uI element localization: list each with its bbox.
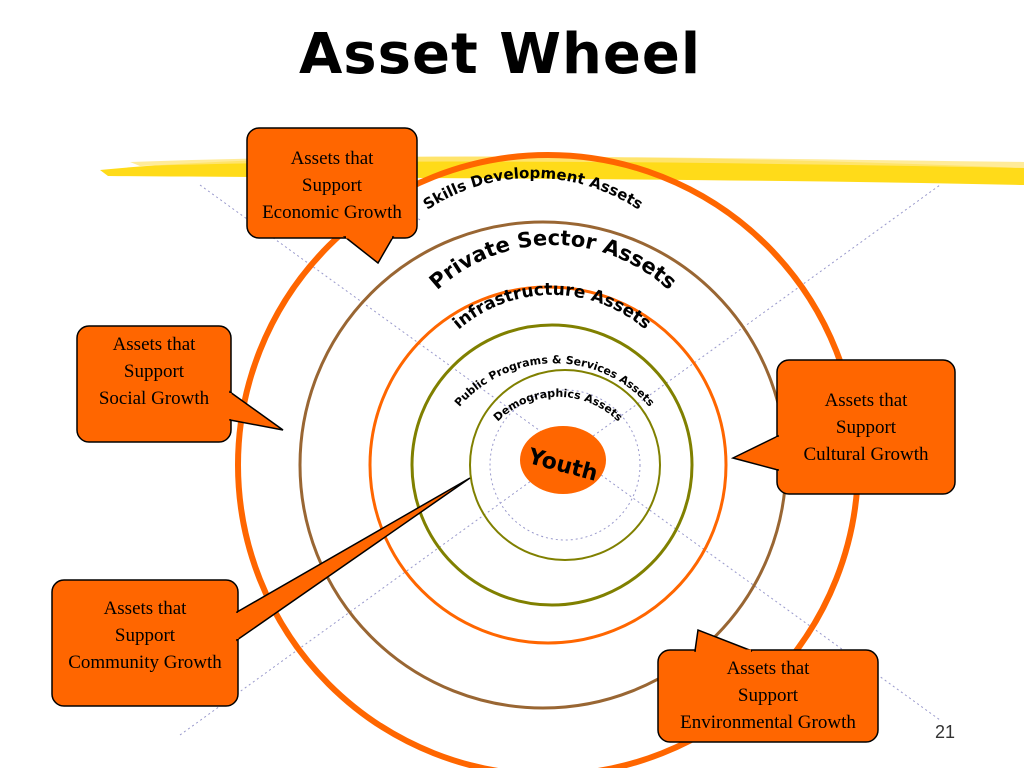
- callout-community-text: Assets that Support Community Growth: [52, 595, 238, 676]
- callout-cultural: [730, 359, 956, 495]
- callout-line: Community Growth: [68, 652, 222, 673]
- callout-line: Economic Growth: [262, 202, 402, 223]
- callout-line: Assets that: [290, 148, 374, 169]
- callout-line: Assets that: [726, 658, 810, 679]
- youth-center: [520, 426, 606, 494]
- callout-social-text: Assets that Support Social Growth: [77, 331, 231, 412]
- callout-line: Support: [114, 625, 176, 646]
- callout-line: Assets that: [112, 334, 196, 355]
- callout-economic-text: Assets that Support Economic Growth: [247, 145, 417, 226]
- ring-inner-dotted: [489, 389, 641, 541]
- callout-community: [51, 477, 471, 707]
- callout-line: Assets that: [824, 390, 908, 411]
- callout-line: Support: [835, 417, 897, 438]
- callout-line: Support: [123, 361, 185, 382]
- callout-line: Social Growth: [98, 388, 210, 409]
- callout-line: Support: [737, 685, 799, 706]
- ring-infrastructure: [368, 285, 728, 645]
- slide-number: 21: [934, 722, 956, 742]
- callout-line: Environmental Growth: [680, 712, 856, 733]
- callout-economic: [246, 127, 418, 265]
- callout-line: Support: [301, 175, 363, 196]
- callout-social: [76, 325, 284, 443]
- ring-label-public-programs: Public Programs & Services Assets: [452, 353, 657, 409]
- callout-cultural-text: Assets that Support Cultural Growth: [777, 387, 955, 468]
- callout-line: Assets that: [103, 598, 187, 619]
- callout-environmental: [657, 628, 879, 743]
- callout-line: Cultural Growth: [803, 444, 929, 465]
- ring-label-demographics: Demographics Assets: [491, 387, 625, 425]
- ring-public-programs: [410, 323, 694, 607]
- ring-demographics: [469, 369, 661, 561]
- callout-environmental-text: Assets that Support Environmental Growth: [658, 655, 878, 736]
- slide-title: Asset Wheel: [298, 22, 702, 87]
